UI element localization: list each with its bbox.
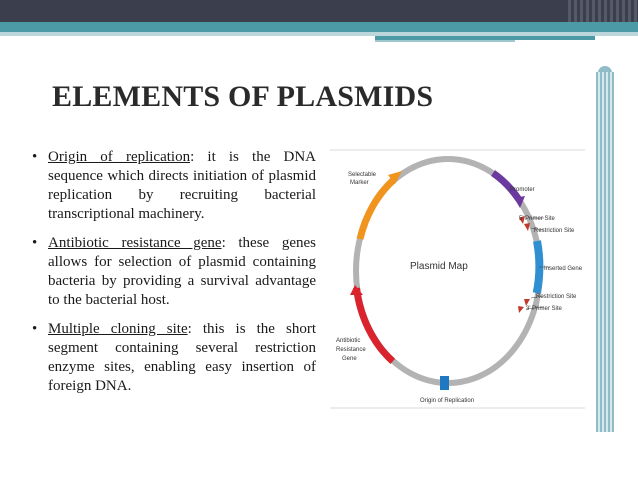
restriction-site-marker-4 bbox=[518, 306, 524, 313]
bullet-item-cloning-site: • Multiple cloning site: this is the shor… bbox=[28, 320, 316, 396]
slide-title: ELEMENTS OF PLASMIDS bbox=[52, 80, 434, 113]
label-restriction1: Restriction Site bbox=[534, 228, 575, 234]
label-selectable-marker-2: Marker bbox=[350, 180, 369, 186]
bullet-list: • Origin of replication: it is the DNA se… bbox=[28, 148, 316, 406]
bullet-term: Antibiotic resistance gene bbox=[48, 235, 222, 251]
plasmid-map-diagram: Selectable Marker Promoter 5' Primer Sit… bbox=[330, 148, 585, 410]
promoter-segment bbox=[490, 170, 522, 202]
bullet-dot-icon: • bbox=[32, 149, 38, 165]
restriction-site-marker-3 bbox=[524, 299, 530, 306]
label-primer5: 5' Primer Site bbox=[519, 216, 555, 222]
promoter-arrow bbox=[514, 196, 525, 208]
bullet-text: : this is the short segment containing s… bbox=[48, 321, 316, 394]
header-band bbox=[0, 22, 638, 32]
header-accent-line bbox=[375, 36, 595, 40]
inserted-gene-segment bbox=[532, 240, 544, 294]
restriction-site-marker-1 bbox=[519, 216, 525, 224]
selectable-marker-arrow bbox=[388, 171, 402, 184]
side-bar-cap bbox=[598, 66, 612, 76]
label-restriction2: Restriction Site bbox=[536, 294, 577, 300]
bullet-term: Multiple cloning site bbox=[48, 321, 188, 337]
bullet-dot-icon: • bbox=[32, 235, 38, 251]
header-accent-line-2 bbox=[375, 40, 515, 42]
label-selectable-marker-1: Selectable bbox=[348, 172, 377, 178]
leader-primer3 bbox=[525, 306, 545, 310]
bullet-item-antibiotic: • Antibiotic resistance gene: these genes… bbox=[28, 234, 316, 310]
side-bar bbox=[596, 72, 614, 432]
header-bar bbox=[0, 0, 638, 22]
label-promoter: Promoter bbox=[510, 187, 535, 193]
leader-restriction1 bbox=[530, 227, 545, 231]
header-band-light bbox=[0, 32, 638, 36]
label-antibiotic-1: Antibiotic bbox=[336, 338, 360, 344]
selectable-marker-segment bbox=[356, 178, 396, 240]
label-inserted-gene: Inserted Gene bbox=[544, 266, 583, 272]
bullet-text: : it is the DNA sequence which directs i… bbox=[48, 149, 316, 222]
restriction-site-marker-2 bbox=[524, 223, 530, 231]
bullet-text: : these genes allows for selection of pl… bbox=[48, 235, 317, 308]
label-antibiotic-3: Gene bbox=[342, 356, 357, 362]
bullet-dot-icon: • bbox=[32, 321, 38, 337]
bullet-term: Origin of replication bbox=[48, 149, 191, 165]
label-primer3: 3' Primer Site bbox=[526, 306, 562, 312]
label-plasmid-map: Plasmid Map bbox=[410, 261, 468, 272]
leader-restriction2 bbox=[530, 295, 545, 299]
label-antibiotic-2: Resistance bbox=[336, 347, 366, 353]
antibiotic-resistance-segment bbox=[353, 287, 396, 365]
origin-segment bbox=[440, 376, 449, 390]
header-stripes bbox=[568, 0, 638, 22]
plasmid-map-svg: Selectable Marker Promoter 5' Primer Sit… bbox=[330, 149, 585, 409]
antibiotic-resistance-arrow bbox=[350, 285, 363, 295]
bullet-item-origin: • Origin of replication: it is the DNA se… bbox=[28, 148, 316, 224]
label-origin: Origin of Replication bbox=[420, 398, 474, 404]
